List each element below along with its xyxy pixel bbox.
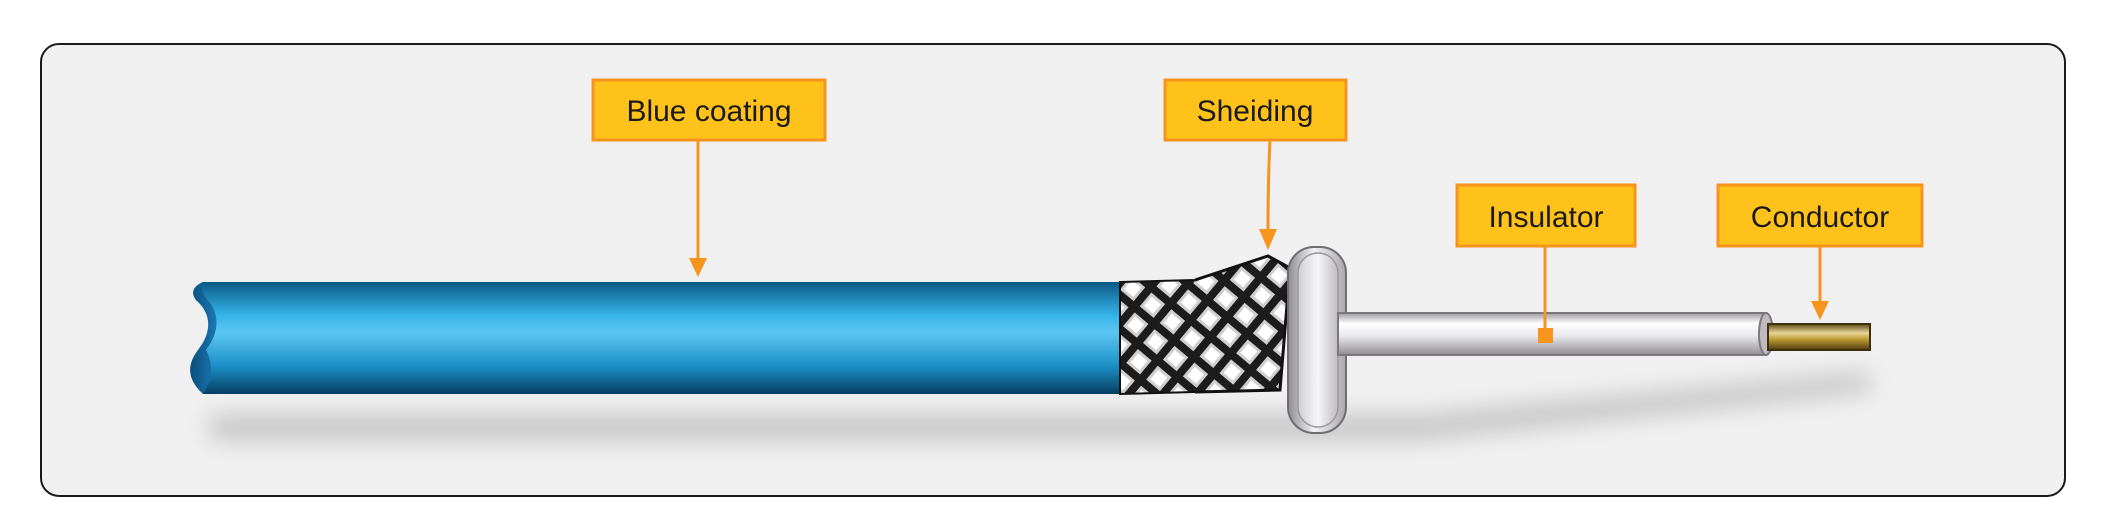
callout-box [1716, 183, 1924, 248]
callout-label-conductor: Conductor [1751, 201, 1889, 234]
arrowhead-conductor [1811, 301, 1829, 320]
arrowhead-sheiding [1259, 229, 1277, 250]
callout-box [1455, 183, 1637, 248]
shielding-mesh [1119, 254, 1292, 396]
callout-insulator: Insulator [1455, 183, 1637, 248]
callout-label-sheiding: Sheiding [1197, 95, 1314, 128]
callout-box [591, 78, 827, 142]
leader-dot-insulator [1538, 328, 1553, 343]
leader-lines [689, 139, 1829, 343]
callout-sheiding: Sheiding [1163, 78, 1348, 142]
callout-label-insulator: Insulator [1488, 201, 1603, 234]
cable-shadow [210, 372, 1870, 440]
blue-coating-section [190, 282, 1125, 394]
callout-label-blue-coating: Blue coating [626, 95, 791, 128]
conductor-section [1767, 323, 1871, 351]
callout-conductor: Conductor [1716, 183, 1924, 248]
insulator-section [1337, 312, 1774, 356]
callout-blue-coating: Blue coating [591, 78, 827, 142]
arrowhead-blue-coating [689, 258, 707, 277]
callout-box [1163, 78, 1348, 142]
leader-line-sheiding [1266, 139, 1272, 233]
